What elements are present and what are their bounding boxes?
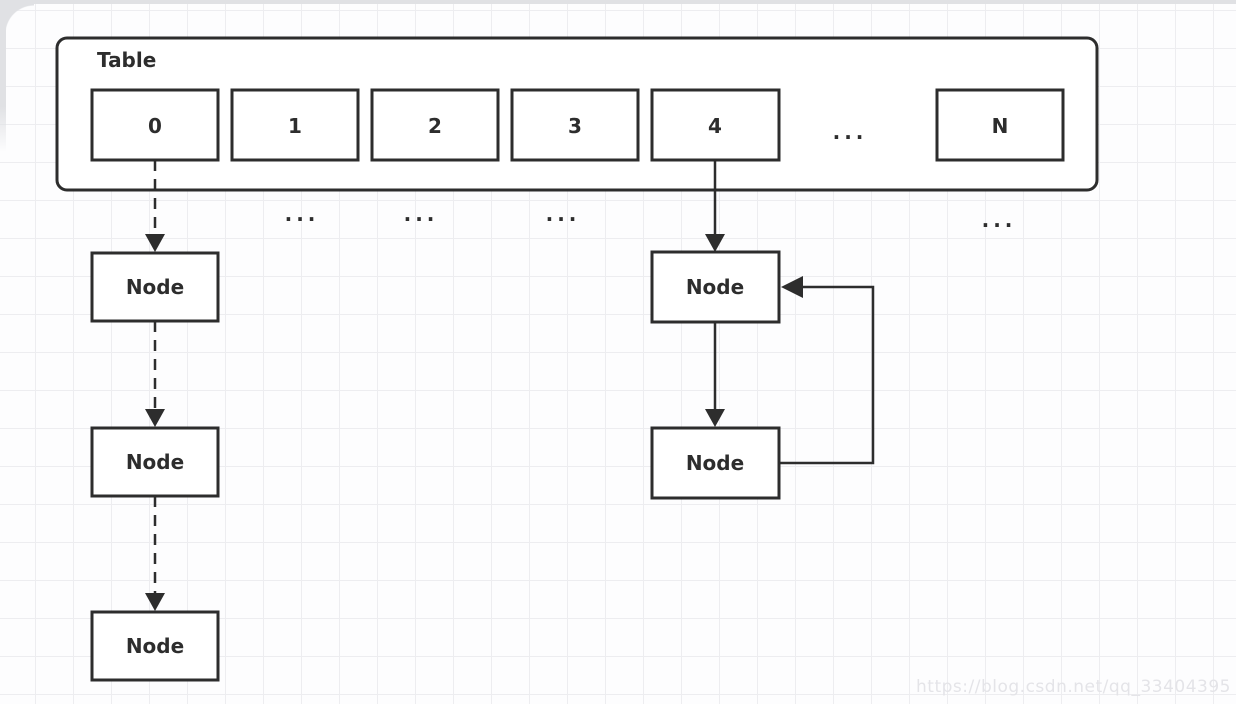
arrowhead-down xyxy=(705,409,725,427)
watermark: https://blog.csdn.net/qq_33404395 xyxy=(916,677,1231,697)
page-edge-top xyxy=(0,0,1236,4)
bucket-cell-box xyxy=(230,88,360,162)
node-label: Node xyxy=(126,275,184,299)
arrowhead-down xyxy=(145,234,165,252)
table-gap-ellipsis: ... xyxy=(833,120,868,144)
node-label: Node xyxy=(686,451,744,475)
bucket-cell-1: 1 xyxy=(230,88,360,162)
node-label: Node xyxy=(686,275,744,299)
node-box xyxy=(650,250,781,324)
node-box xyxy=(90,610,220,682)
bucket-cell-n: N xyxy=(935,88,1065,162)
bucket-cell-box xyxy=(650,88,781,162)
node-box xyxy=(90,426,220,498)
bucket-cell-3: 3 xyxy=(510,88,640,162)
bucket-cell-2: 2 xyxy=(370,88,500,162)
table-container: Table 0 1 2 3 4 ... xyxy=(55,36,1099,192)
bucket-cell-label: 2 xyxy=(428,114,442,138)
node-label: Node xyxy=(126,450,184,474)
bucket-cell-box xyxy=(510,88,640,162)
bucket-cell-box xyxy=(370,88,500,162)
arrowhead-down xyxy=(145,593,165,611)
cycle-arrow-line xyxy=(779,285,875,465)
bucket-cell-box xyxy=(90,88,220,162)
chain-bucket4: Node Node xyxy=(650,160,875,500)
bucket-cell-label: 0 xyxy=(148,114,162,138)
node-box xyxy=(90,251,220,323)
bucket-ellipsis: ... xyxy=(546,202,581,226)
page-edge-left xyxy=(0,0,6,152)
bucket-cell-box xyxy=(935,88,1065,162)
bucket-ellipsis: ... xyxy=(285,202,320,226)
bucket-ellipsis-row: ... ... ... ... xyxy=(285,202,1017,232)
bucket-ellipsis: ... xyxy=(982,208,1017,232)
bucket-cell-4: 4 xyxy=(650,88,781,162)
bucket-cell-label: 4 xyxy=(708,114,722,138)
bucket-ellipsis: ... xyxy=(404,202,439,226)
bucket-cell-label: 3 xyxy=(568,114,582,138)
chain-bucket0: Node Node Node xyxy=(90,160,220,682)
page-corner-topleft xyxy=(0,0,34,34)
arrowhead-down xyxy=(145,409,165,427)
table-label: Table xyxy=(97,48,156,72)
bucket-cell-label: 1 xyxy=(288,114,302,138)
node-box xyxy=(650,426,781,500)
arrowhead-left xyxy=(781,276,803,298)
bucket-cell-0: 0 xyxy=(90,88,220,162)
node-label: Node xyxy=(126,634,184,658)
bucket-cell-label: N xyxy=(992,114,1009,138)
arrowhead-down xyxy=(705,234,725,252)
